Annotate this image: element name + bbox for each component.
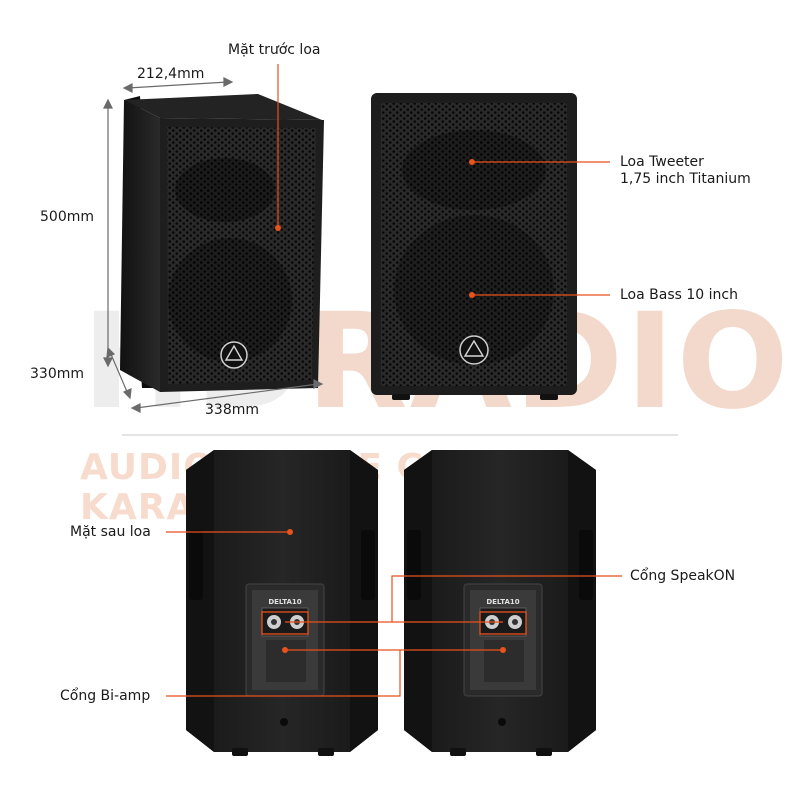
panel-model-left: DELTA10	[268, 598, 301, 606]
callout-biamp: Cổng Bi-amp	[60, 688, 151, 704]
callout-lines	[166, 64, 622, 697]
callout-front: Mặt trước loa	[228, 42, 321, 58]
callout-tweeter-line1: Loa Tweeter	[620, 154, 704, 170]
callout-tweeter-line2: 1,75 inch Titanium	[620, 171, 751, 187]
dimension-depth-label: 330mm	[30, 366, 84, 382]
callout-tweeter: Loa Tweeter 1,75 inch Titanium	[620, 154, 751, 188]
panel-model-right: DELTA10	[486, 598, 519, 606]
speakon-highlight-boxes	[261, 611, 527, 635]
callout-bass: Loa Bass 10 inch	[620, 287, 738, 303]
speaker-front-straight	[371, 93, 577, 400]
callout-back: Mặt sau loa	[70, 524, 151, 540]
callout-dots	[275, 159, 506, 653]
dimension-height-label: 500mm	[40, 209, 94, 225]
callout-speakon: Cổng SpeakON	[630, 568, 736, 584]
dimension-arrows	[103, 77, 324, 413]
speaker-front-angled	[120, 94, 324, 392]
dimension-bottom-width-label: 338mm	[205, 402, 259, 418]
divider	[122, 434, 678, 436]
dimension-width-label: 212,4mm	[137, 66, 205, 82]
speaker-back-left	[186, 450, 378, 756]
